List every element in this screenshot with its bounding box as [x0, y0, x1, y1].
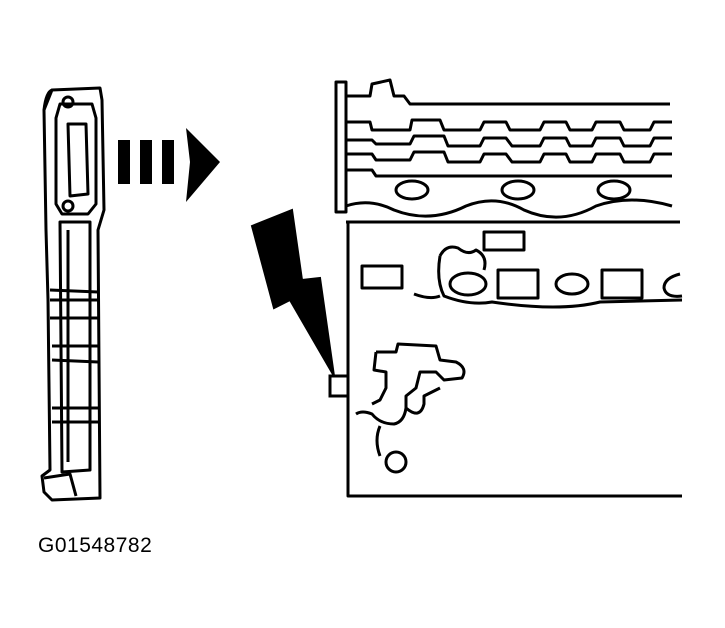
dashed-right-arrow-icon — [118, 128, 220, 202]
down-left-pointer-arrow-icon — [250, 208, 335, 377]
locating-pin — [328, 374, 350, 398]
camshaft-lower — [346, 150, 672, 164]
gasket-component — [40, 86, 106, 502]
figure-caption: G01548782 — [38, 534, 153, 557]
cylinder-head — [334, 78, 683, 498]
camshaft-upper — [346, 118, 672, 132]
